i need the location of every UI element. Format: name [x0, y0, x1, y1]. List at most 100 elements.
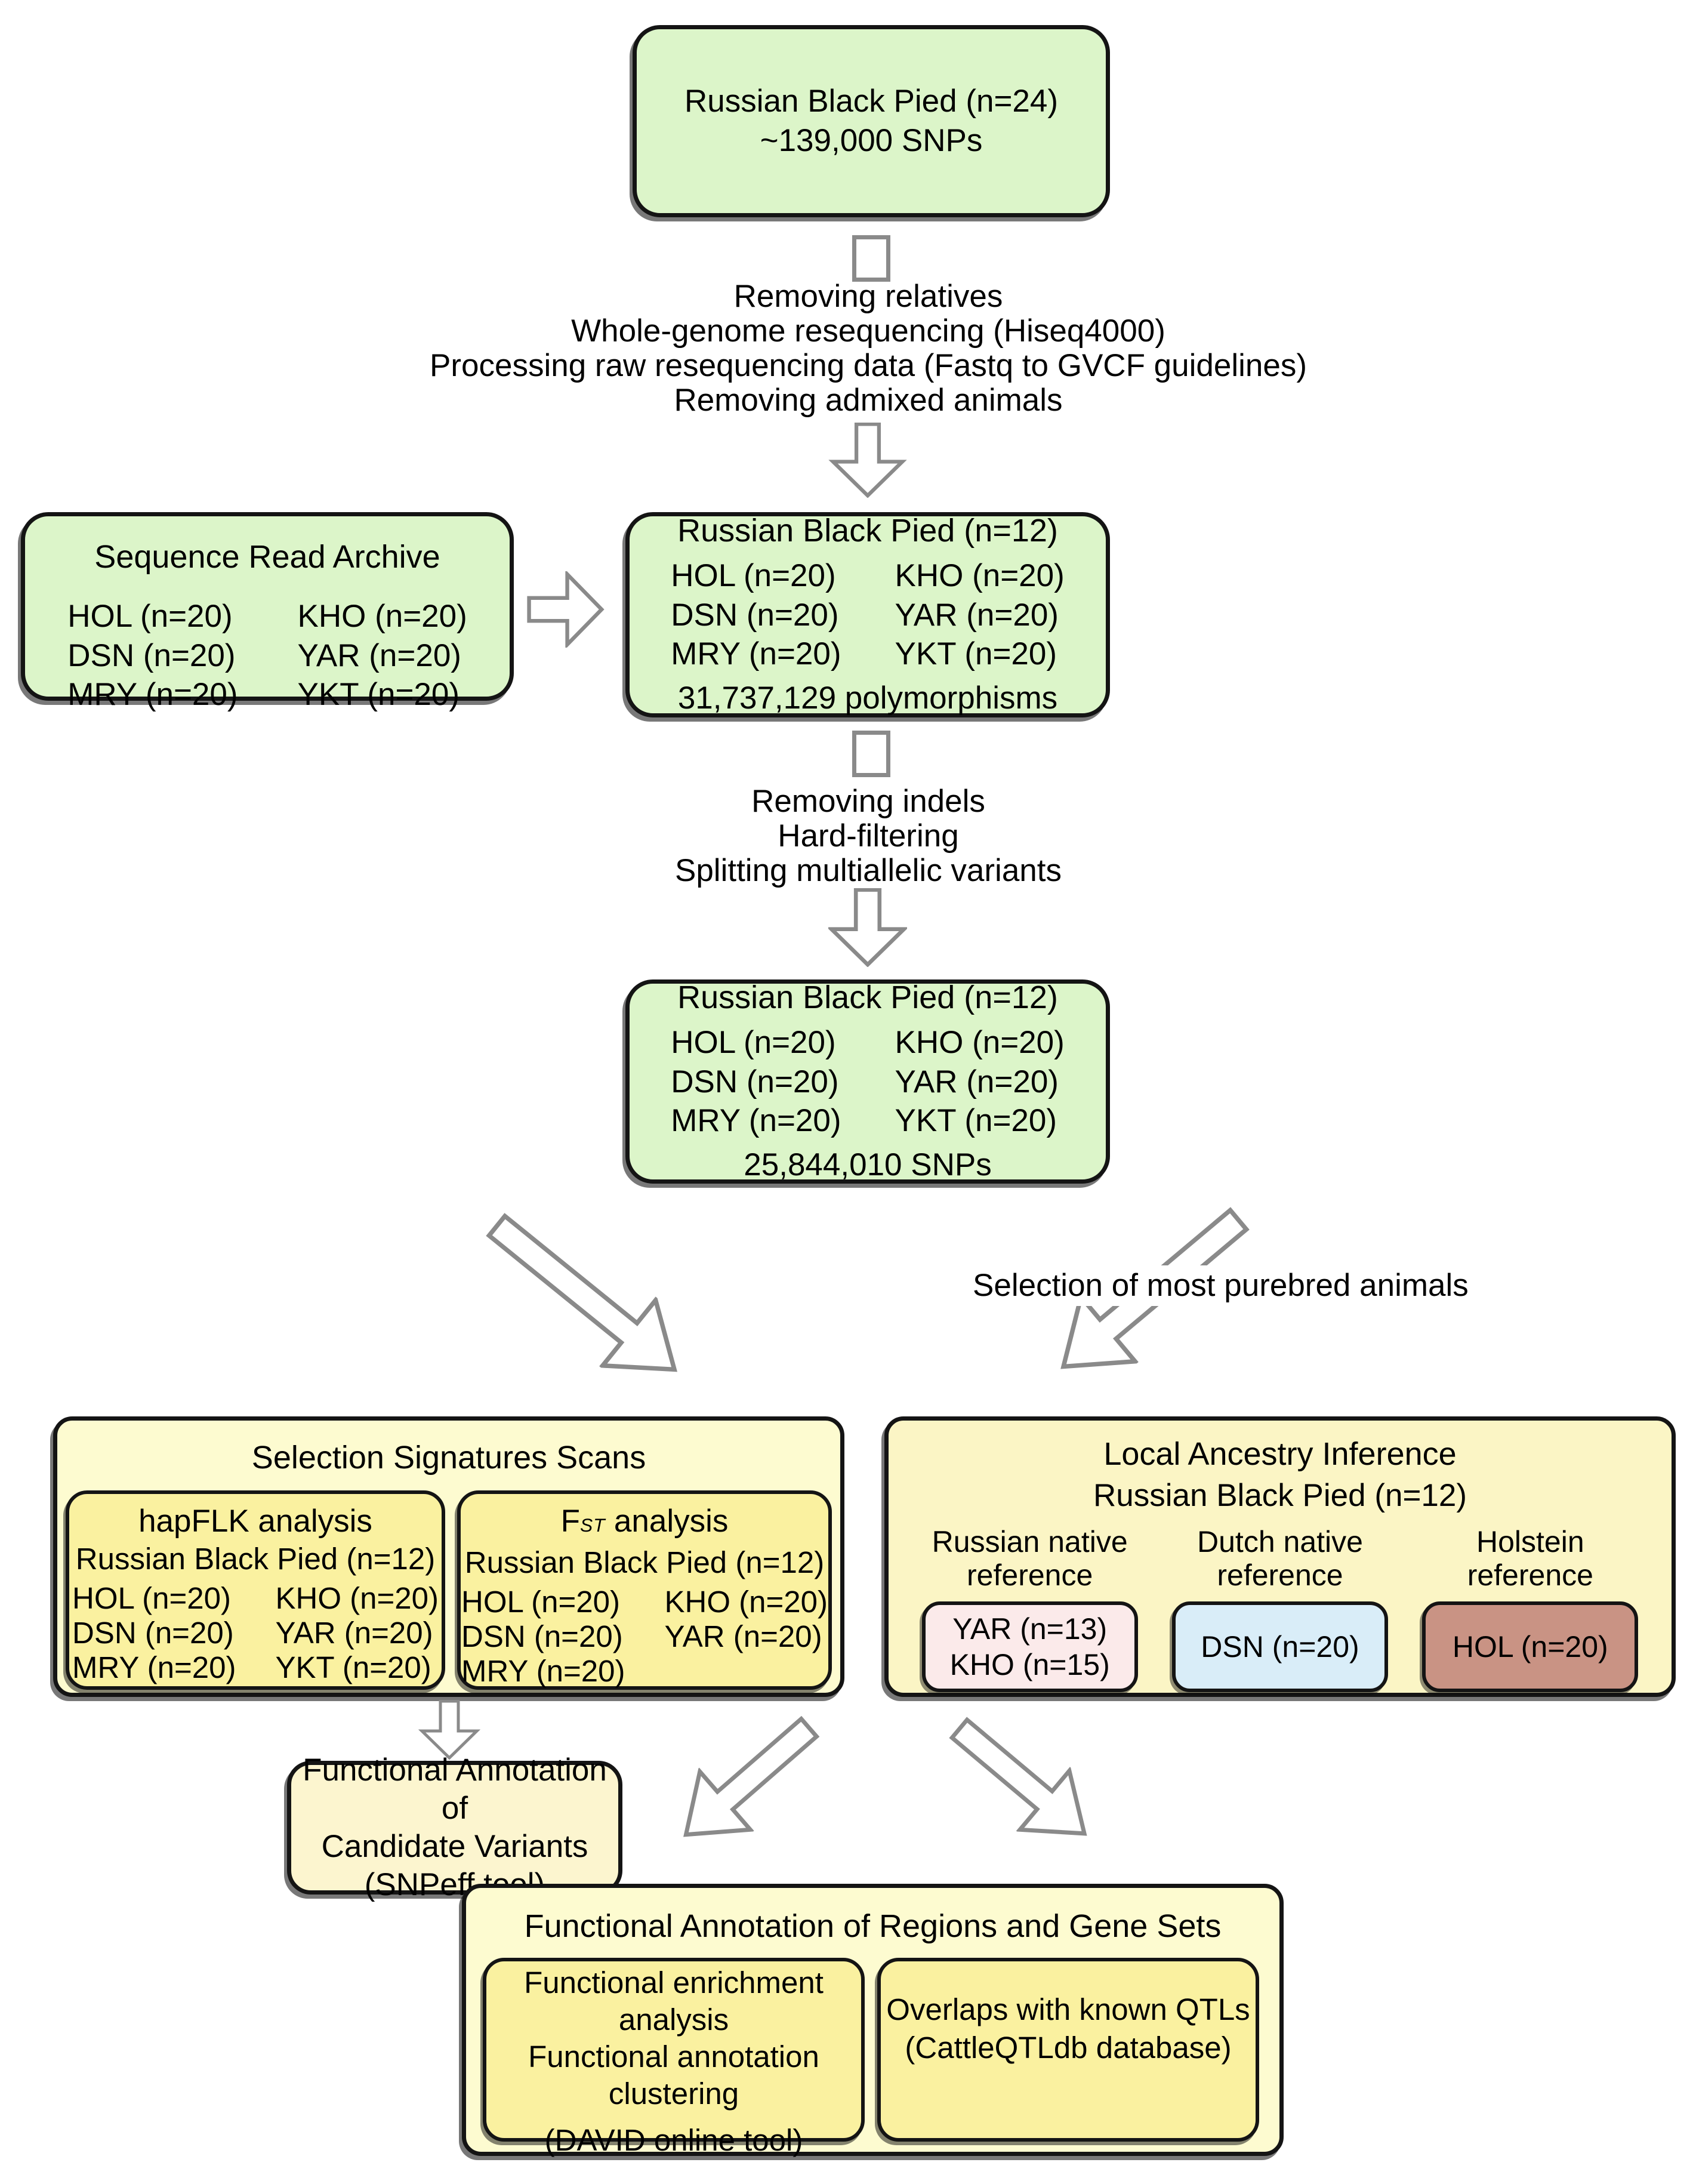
reference-column-holstein: Holstein reference HOL (n=20) [1416, 1525, 1645, 1692]
breed-item: MRY (n=20) [461, 1654, 625, 1688]
group-title: Functional Annotation of Regions and Gen… [524, 1908, 1222, 1944]
reference-header: Russian native reference [932, 1525, 1128, 1592]
breed-item: YAR (n=20) [664, 1619, 822, 1653]
reference-header: Holstein reference [1467, 1525, 1593, 1592]
breed-item: MRY (n=20) [671, 1103, 841, 1139]
breed-item: YKT (n=20) [297, 677, 460, 713]
reference-columns: Russian native reference YAR (n=13) KHO … [889, 1515, 1672, 1692]
arrow-diagonal-right-icon [683, 1715, 820, 1837]
breed-item: MRY (n=20) [671, 636, 841, 672]
node-line: Functional annotation clustering [528, 2040, 819, 2111]
breed-item: KHO (n=20) [895, 1024, 1065, 1060]
node-russian-black-pied-12-snps: Russian Black Pied (n=12) HOL (n=20) DSN… [625, 979, 1110, 1184]
node-sequence-read-archive: Sequence Read Archive HOL (n=20) DSN (n=… [21, 512, 514, 712]
breed-item: KHO (n=20) [664, 1585, 828, 1619]
breed-item: KHO (n=20) [275, 1581, 439, 1615]
breed-item: DSN (n=20) [671, 597, 839, 633]
breed-item: DSN (n=20) [67, 637, 236, 673]
group-local-ancestry-inference: Local Ancestry Inference Russian Black P… [884, 1416, 1676, 1697]
breed-column-right: KHO (n=20) YAR (n=20) YKT (n=20) [275, 1581, 439, 1685]
fst-subscript: ST [579, 1514, 606, 1536]
node-line: Russian Black Pied (n=24) [684, 84, 1058, 119]
breed-column-left: HOL (n=20) DSN (n=20) MRY (n=20) [671, 556, 841, 674]
breed-item: DSN (n=20) [671, 1064, 839, 1099]
node-subtitle: Russian Black Pied (n=12) [75, 1542, 436, 1576]
breed-item: YKT (n=20) [895, 1103, 1057, 1139]
node-title: hapFLK analysis [138, 1504, 372, 1539]
breed-item: YKT (n=20) [895, 636, 1057, 672]
node-title: FST analysis [561, 1502, 729, 1544]
breed-item: YAR (n=20) [895, 1064, 1059, 1099]
group-subtitle: Russian Black Pied (n=12) [1093, 1477, 1467, 1513]
group-title: Local Ancestry Inference [1103, 1436, 1457, 1472]
node-dutch-native-reference: DSN (n=20) [1171, 1601, 1389, 1692]
breed-item: YAR (n=20) [275, 1616, 433, 1650]
group-title: Selection Signatures Scans [251, 1440, 646, 1475]
breed-column-right: KHO (n=20) YAR (n=20) YKT (n=20) [895, 556, 1065, 674]
purebred-selection-label: Selection of most purebred animals [962, 1265, 1469, 1306]
node-russian-black-pied-12-polymorphisms: Russian Black Pied (n=12) HOL (n=20) DSN… [625, 512, 1110, 717]
breed-item: HOL (n=20) [1452, 1629, 1608, 1664]
breed-item: MRY (n=20) [72, 1650, 236, 1684]
breed-columns: HOL (n=20) DSN (n=20) MRY (n=20) KHO (n=… [671, 556, 1065, 674]
breed-column-left: HOL (n=20) DSN (n=20) MRY (n=20) [72, 1581, 236, 1685]
breed-column-left: HOL (n=20) DSN (n=20) MRY (n=20) [67, 597, 238, 714]
breed-column-right: KHO (n=20) YAR (n=20) YKT (n=20) [895, 1023, 1065, 1141]
node-functional-annotation-candidate-variants: Functional Annotation of Candidate Varia… [287, 1752, 622, 1902]
breed-item: DSN (n=20) [1201, 1629, 1359, 1664]
fst-title-rest: analysis [613, 1504, 729, 1539]
breed-item: KHO (n=20) [297, 598, 467, 634]
breed-item: YAR (n=13) [952, 1612, 1108, 1646]
node-title: Russian Black Pied (n=12) [677, 979, 1058, 1016]
node-holstein-reference: HOL (n=20) [1422, 1601, 1639, 1692]
reference-header-line: Holstein [1476, 1524, 1584, 1558]
breed-item: YAR (n=20) [895, 597, 1059, 633]
breed-columns: HOL (n=20) DSN (n=20) MRY (n=20) KHO (n=… [461, 1585, 828, 1689]
reference-header-line: Russian native [932, 1524, 1128, 1558]
node-line: (DAVID online tool) [544, 2123, 803, 2157]
breed-columns: HOL (n=20) DSN (n=20) MRY (n=20) KHO (n=… [671, 1023, 1065, 1141]
node-russian-native-reference: YAR (n=13) KHO (n=15) [921, 1601, 1138, 1692]
arrow-down-icon [828, 888, 907, 967]
reference-column-russian: Russian native reference YAR (n=13) KHO … [915, 1525, 1145, 1692]
breed-column-right: KHO (n=20) YAR (n=20) [664, 1585, 828, 1689]
reference-header-line: reference [1217, 1558, 1343, 1592]
node-line: Functional Annotation of [303, 1752, 607, 1826]
node-hapflk-analysis: hapFLK analysis Russian Black Pied (n=12… [66, 1490, 445, 1690]
breed-column-right: KHO (n=20) YAR (n=20) YKT (n=20) [298, 597, 467, 714]
reference-header-line: reference [967, 1558, 1093, 1592]
node-subtitle: Russian Black Pied (n=12) [464, 1545, 825, 1579]
node-title: Russian Black Pied (n=12) [677, 513, 1058, 549]
variant-count: 25,844,010 SNPs [744, 1147, 992, 1183]
reference-column-dutch: Dutch native reference DSN (n=20) [1165, 1525, 1395, 1692]
breed-item: KHO (n=15) [949, 1647, 1110, 1681]
node-fst-analysis: FST analysis Russian Black Pied (n=12) HO… [457, 1490, 832, 1690]
breed-item: YAR (n=20) [297, 637, 461, 673]
breed-item: KHO (n=20) [895, 557, 1065, 593]
node-line: Overlaps with known QTLs [886, 1992, 1250, 2026]
node-line: ~139,000 SNPs [760, 123, 983, 158]
process-step: Removing relatives [733, 279, 1003, 314]
reference-header: Dutch native reference [1197, 1525, 1363, 1592]
arrow-down-icon [418, 1700, 481, 1760]
reference-header-line: reference [1467, 1558, 1593, 1592]
process-step: Removing admixed animals [674, 383, 1063, 418]
process-step: Removing indels [751, 784, 985, 819]
reference-header-line: Dutch native [1197, 1524, 1363, 1558]
arrow-down-icon [828, 423, 907, 498]
breed-item: DSN (n=20) [72, 1616, 234, 1650]
breed-columns: HOL (n=20) DSN (n=20) MRY (n=20) KHO (n=… [67, 597, 467, 714]
process-step: Processing raw resequencing data (Fastq … [430, 348, 1307, 383]
arrow-diagonal-left-icon [486, 1213, 678, 1372]
process-step: Whole-genome resequencing (Hiseq4000) [571, 313, 1165, 349]
fst-symbol: F [560, 1504, 580, 1539]
breed-item: HOL (n=20) [67, 598, 233, 634]
process-step: Hard-filtering [778, 818, 959, 854]
connector-square-icon [852, 235, 890, 282]
node-functional-enrichment: Functional enrichment analysis Functiona… [483, 1958, 865, 2157]
breed-column-left: HOL (n=20) DSN (n=20) MRY (n=20) [461, 1585, 625, 1689]
breed-item: DSN (n=20) [461, 1619, 623, 1653]
breed-column-left: HOL (n=20) DSN (n=20) MRY (n=20) [671, 1023, 841, 1141]
breed-item: HOL (n=20) [671, 1024, 836, 1060]
